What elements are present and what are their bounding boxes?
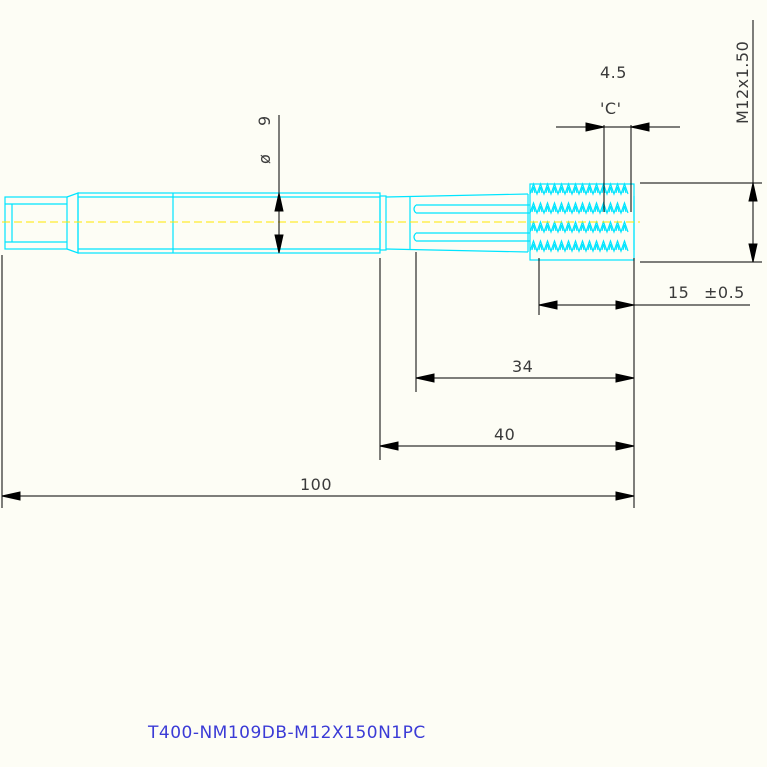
thread-tolerance-label: ±0.5 <box>704 283 745 302</box>
thread-tooth-inner <box>531 224 627 232</box>
part-number: T400-NM109DB-M12X150N1PC <box>147 723 426 743</box>
chamfer-label: 'C' <box>600 99 621 118</box>
thread-tooth-row <box>529 220 629 234</box>
neck-length-label: 40 <box>494 425 515 444</box>
thread-spec-group: M12x1.50 <box>733 41 752 124</box>
chamfer-length-label: 4.5 <box>600 63 627 82</box>
shank-diameter-label: 9 <box>255 115 274 126</box>
flutes <box>413 204 530 242</box>
square-drive-end <box>4 196 68 250</box>
shank-body <box>77 192 381 254</box>
tap-outline <box>4 182 635 261</box>
flute-length-label: 34 <box>512 357 533 376</box>
thread-tooth-inner <box>531 243 627 251</box>
thread-tooth-row <box>529 239 629 253</box>
thread-tooth-row <box>529 201 629 215</box>
thread-spec-label: M12x1.50 <box>733 41 752 124</box>
thread-length-label: 15 <box>668 283 689 302</box>
diameter-symbol: ø <box>255 154 274 164</box>
overall-length-label: 100 <box>300 475 332 494</box>
thread-tooth-row <box>529 182 629 196</box>
shank-diameter-group: ø 9 <box>255 115 274 164</box>
dimension-lines <box>1 20 762 508</box>
